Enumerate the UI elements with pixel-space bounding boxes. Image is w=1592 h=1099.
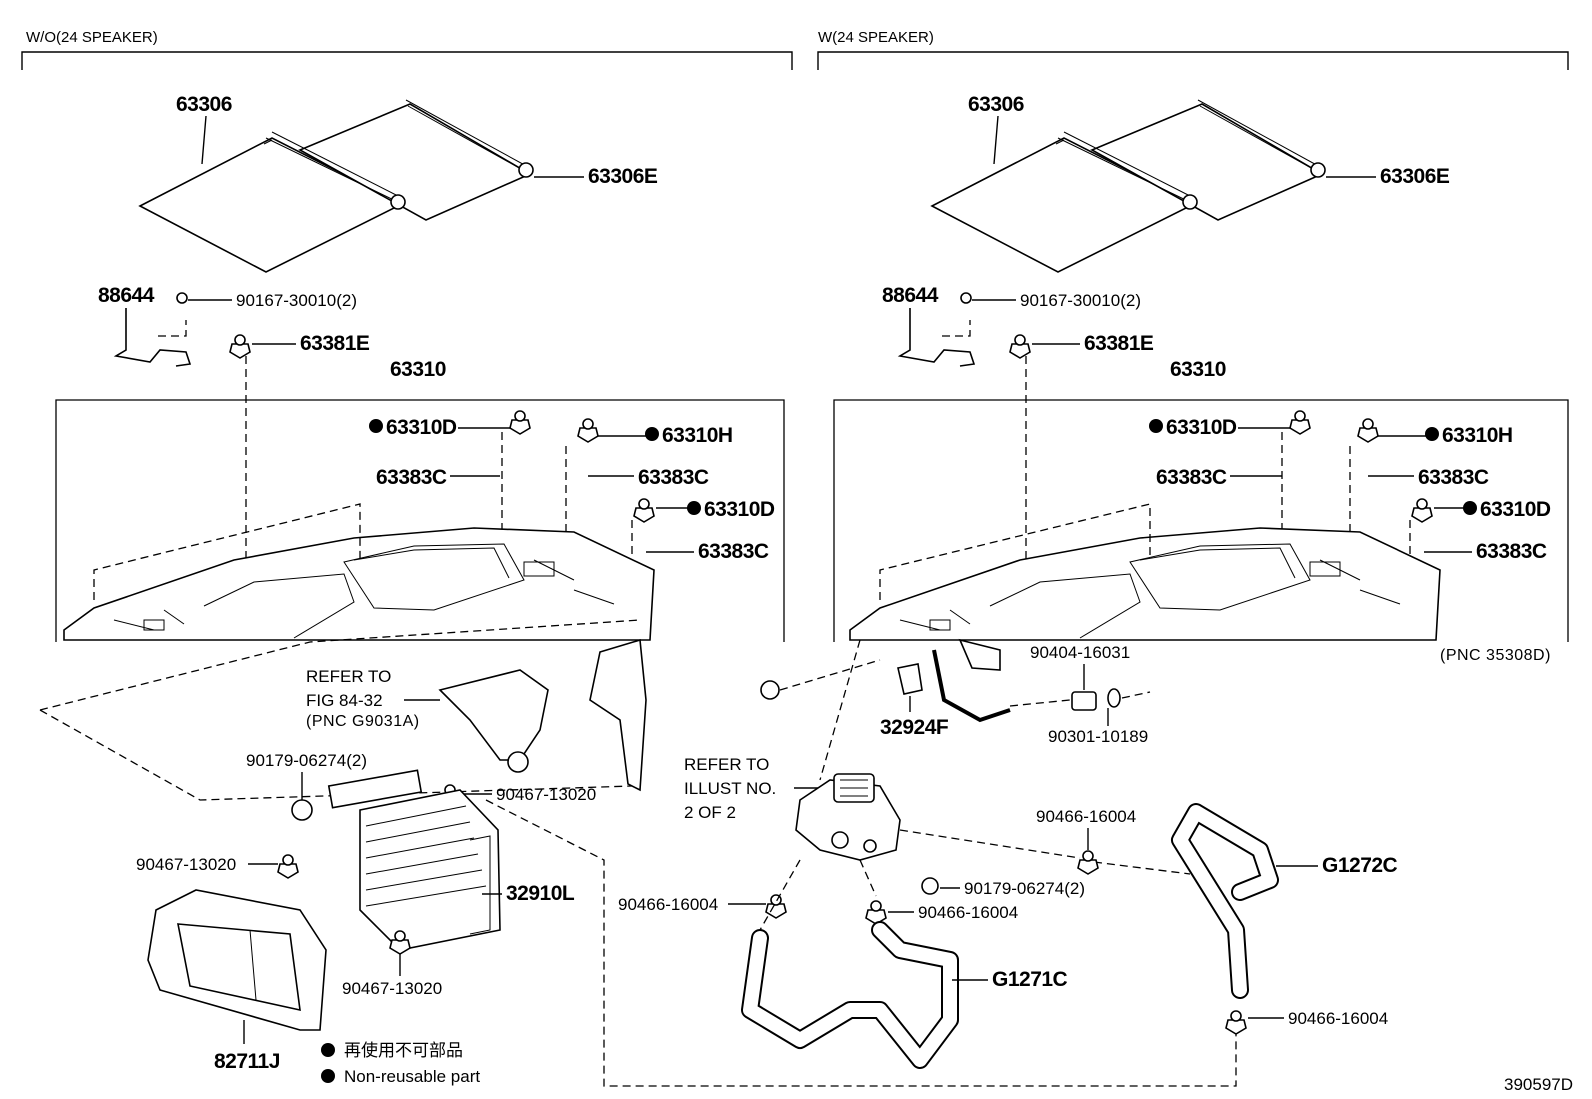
label-90167-right: 90167-30010(2) [1020, 291, 1141, 310]
pillar-trim-icon [589, 638, 647, 792]
label-82711j-left: 82711J [214, 1050, 280, 1073]
label-90467-left-b: 90467-13020 [136, 855, 236, 874]
refer-text-right-2: ILLUST NO. [684, 779, 776, 798]
label-63383c-left-1: 63383C [376, 466, 447, 489]
tube-icon [932, 649, 1011, 723]
label-g1272c-right: G1272C [1322, 854, 1398, 877]
refer-text-right-1: REFER TO [684, 755, 769, 774]
label-63306e-right: 63306E [1380, 165, 1450, 188]
label-90466-right-d: 90466-16004 [1288, 1009, 1388, 1028]
legend-dot-jp [321, 1043, 335, 1057]
label-90301-right: 90301-10189 [1048, 727, 1148, 746]
label-63383c-left-3: 63383C [698, 540, 769, 563]
non-reusable-dot [1463, 501, 1477, 515]
non-reusable-dot [645, 427, 659, 441]
non-reusable-dot [687, 501, 701, 515]
refer-text-left-2: FIG 84-32 [306, 691, 383, 710]
non-reusable-dot [369, 419, 383, 433]
valve-assembly [795, 773, 901, 861]
illustration-id: 390597D [1504, 1075, 1573, 1094]
screw-icon [960, 292, 972, 304]
screw-icon [176, 292, 188, 304]
right-headliner-box [833, 399, 1569, 642]
oil-cooler [327, 769, 501, 951]
label-63310-left: 63310 [390, 358, 446, 381]
refer-text-left-3: (PNC G9031A) [306, 713, 420, 730]
label-90466-right-b: 90466-16004 [618, 895, 718, 914]
label-32924f-right: 32924F [880, 716, 949, 739]
label-90404-right: 90404-16031 [1030, 643, 1130, 662]
label-32910l-left: 32910L [506, 882, 575, 905]
label-63310d-right-1: 63310D [1166, 416, 1237, 439]
label-63310d-left-1: 63310D [386, 416, 457, 439]
label-63306-left: 63306 [176, 93, 232, 116]
label-90467-left-a: 90467-13020 [496, 785, 596, 804]
label-90179-left: 90179-06274(2) [246, 751, 367, 770]
label-90467-left-c: 90467-13020 [342, 979, 442, 998]
label-63383c-right-2: 63383C [1418, 466, 1489, 489]
label-90466-right-c: 90466-16004 [918, 903, 1018, 922]
left-section-bracket [21, 51, 793, 70]
label-88644-left: 88644 [98, 284, 155, 307]
label-63381e-left: 63381E [300, 332, 370, 355]
right-headliner [849, 503, 1441, 641]
label-90167-left: 90167-30010(2) [236, 291, 357, 310]
right-roof-shade [931, 99, 1326, 273]
non-reusable-dot [1425, 427, 1439, 441]
bolt-icon [760, 680, 780, 700]
label-63383c-right-3: 63383C [1476, 540, 1547, 563]
label-63383c-left-2: 63383C [638, 466, 709, 489]
pnc-note-right: (PNC 35308D) [1440, 647, 1551, 664]
air-duct [147, 889, 327, 1031]
label-g1271c-right: G1271C [992, 968, 1068, 991]
wire-harness-icon [113, 308, 192, 367]
wire-harness-icon [897, 308, 976, 367]
hose-g1272c [1171, 803, 1279, 999]
hose-g1271c [741, 921, 959, 1069]
label-63381e-right: 63381E [1084, 332, 1154, 355]
legend-jp: 再使用不可部品 [344, 1040, 463, 1060]
label-63306e-left: 63306E [588, 165, 658, 188]
bracket-icon [438, 669, 549, 761]
label-63310d-right-2: 63310D [1480, 498, 1551, 521]
label-90466-right-a: 90466-16004 [1036, 807, 1136, 826]
label-88644-right: 88644 [882, 284, 939, 307]
left-roof-shade [139, 99, 534, 273]
label-63310h-left: 63310H [662, 424, 733, 447]
left-section-title: W/O(24 SPEAKER) [26, 29, 158, 46]
label-90179-right: 90179-06274(2) [964, 879, 1085, 898]
plug-icon [1071, 691, 1097, 711]
grommet-icon [921, 877, 939, 895]
label-63383c-right-1: 63383C [1156, 466, 1227, 489]
grommet-icon [291, 799, 313, 821]
legend-dot-en [321, 1069, 335, 1083]
refer-text-left-1: REFER TO [306, 667, 391, 686]
right-section-bracket [817, 51, 1569, 70]
label-63306-right: 63306 [968, 93, 1024, 116]
label-63310h-right: 63310H [1442, 424, 1513, 447]
clamp-icon [897, 663, 923, 695]
non-reusable-dot [1149, 419, 1163, 433]
label-63310d-left-2: 63310D [704, 498, 775, 521]
right-section-title: W(24 SPEAKER) [818, 29, 934, 46]
left-headliner [63, 503, 655, 641]
gasket-icon [1107, 688, 1121, 708]
left-headliner-box [55, 399, 785, 642]
label-63310-right: 63310 [1170, 358, 1226, 381]
refer-text-right-3: 2 OF 2 [684, 803, 736, 822]
legend-en: Non-reusable part [344, 1067, 480, 1086]
